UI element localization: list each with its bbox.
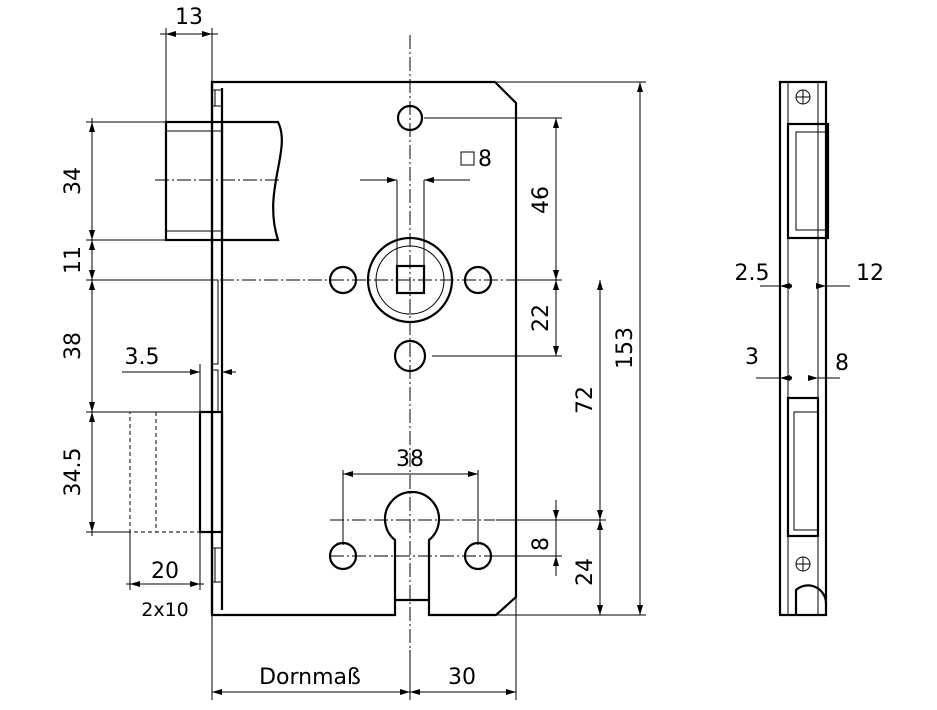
dim-20: 20: [151, 559, 179, 584]
side-forend: [778, 80, 828, 617]
side-latch-opening: [786, 122, 830, 240]
dim-34-5: 34.5: [61, 448, 86, 497]
dim-34: 34: [61, 167, 86, 195]
latch-bolt: [164, 120, 283, 242]
fixing-hole-top: [396, 104, 424, 132]
side-bolt-opening: [786, 396, 820, 538]
lock-case-outline: [210, 80, 518, 617]
forend-fixing-top: [212, 89, 222, 107]
dim-2-5: 2.5: [735, 261, 770, 286]
side-cylinder-icon: [794, 584, 828, 615]
spindle-square: [395, 264, 426, 295]
front-view: [129, 35, 520, 650]
cylinder-cutout: [383, 491, 441, 600]
dimension-labels: 13 34 11 38 3.5 34.5 20 2x10 8 46 22 72 …: [61, 5, 884, 690]
spindle-hub-inner: [375, 245, 445, 315]
dim-8-side: 8: [835, 351, 849, 376]
hole-left-of-hub: [328, 265, 358, 295]
dim-8-cylinder: 8: [529, 537, 554, 551]
forend-strip: [210, 82, 224, 615]
dim-30: 30: [448, 665, 476, 690]
dim-38-cylinder: 38: [396, 447, 424, 472]
dim-3: 3: [745, 345, 759, 370]
dim-12: 12: [856, 261, 884, 286]
dim-153: 153: [613, 327, 638, 369]
dim-11: 11: [61, 246, 86, 274]
dim-square-8: 8: [478, 147, 492, 172]
forend-step-1: [212, 279, 219, 365]
dimension-geometry: [86, 28, 646, 700]
hole-below-hub: [393, 339, 427, 373]
dim-46: 46: [529, 186, 554, 214]
side-view: [756, 80, 850, 617]
dim-72: 72: [573, 386, 598, 414]
dim-13: 13: [175, 5, 203, 30]
dim-3-5: 3.5: [125, 345, 160, 370]
hole-right-of-hub: [463, 265, 493, 295]
dim-24: 24: [573, 558, 598, 586]
dim-2x10: 2x10: [141, 599, 189, 621]
dead-bolt: [129, 410, 224, 534]
dim-dornmass: Dornmaß: [259, 665, 361, 690]
spindle-hub-outer: [366, 236, 454, 324]
dim-22: 22: [529, 304, 554, 332]
forend-fixing-bottom: [212, 547, 222, 583]
dim-38-left: 38: [61, 332, 86, 360]
